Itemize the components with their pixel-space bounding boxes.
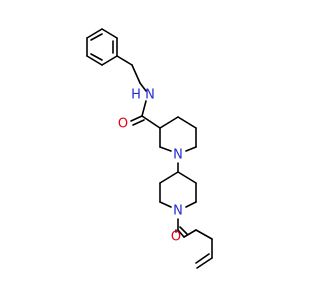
bond	[116, 55, 133, 66]
bond	[141, 115, 161, 129]
bond	[185, 146, 197, 152]
bond	[141, 100, 147, 117]
bond	[139, 82, 147, 92]
bond	[179, 226, 188, 235]
amide-oxygen: O	[118, 117, 128, 132]
bond	[90, 53, 103, 61]
acyl-oxygen: O	[171, 230, 181, 245]
bond	[101, 55, 118, 66]
bond	[159, 201, 172, 208]
bond	[101, 28, 118, 39]
bonds	[86, 28, 213, 269]
bond	[90, 33, 103, 41]
atom-label: H	[131, 88, 141, 103]
amide-nitrogen: N	[145, 88, 155, 103]
bond	[159, 146, 172, 152]
atom-label: O	[171, 230, 181, 245]
atom-label: O	[118, 117, 128, 132]
atom-label: N	[145, 88, 155, 103]
molecule-diagram: N H O N N O	[86, 28, 213, 269]
bond	[183, 229, 197, 238]
atom-label: N	[173, 204, 183, 219]
bond	[131, 64, 141, 84]
bond	[195, 253, 210, 264]
piperidine-nitrogen-1: N	[173, 148, 183, 163]
atom-labels: N H O N N O	[118, 88, 183, 245]
bond	[185, 201, 197, 208]
bond	[177, 116, 197, 129]
bond	[177, 171, 197, 184]
bond	[159, 171, 179, 184]
amide-hydrogen: H	[131, 88, 141, 103]
bond	[86, 28, 103, 39]
atom-label: N	[173, 148, 183, 163]
bond	[86, 55, 103, 66]
bond	[195, 229, 213, 240]
bond	[130, 115, 143, 122]
piperidine-nitrogen-2: N	[173, 204, 183, 219]
bond	[132, 119, 145, 126]
bond	[159, 116, 179, 129]
bond	[177, 229, 185, 238]
structure-drawing: N H O N N O	[86, 28, 213, 269]
bond	[196, 257, 213, 269]
